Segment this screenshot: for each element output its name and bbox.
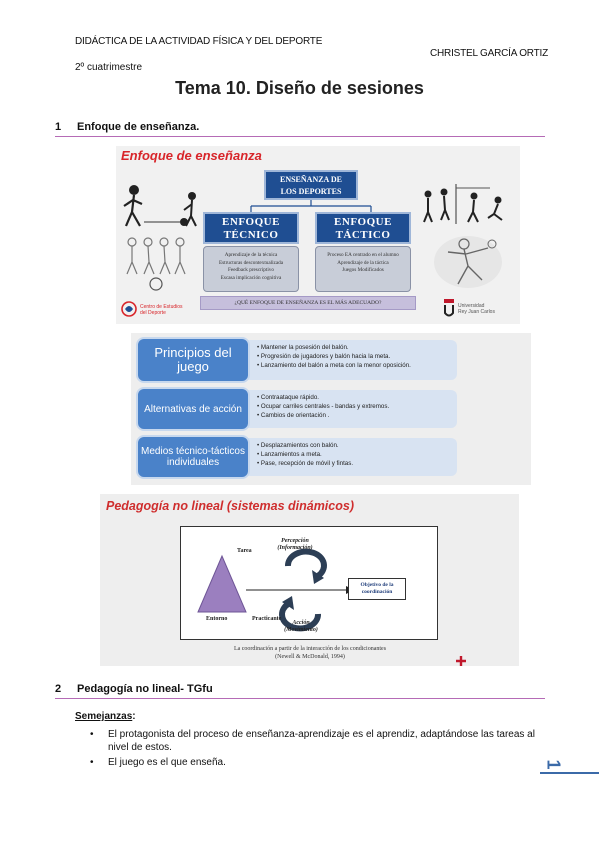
box-line: TÉCNICO <box>223 229 279 241</box>
label-line: Acción <box>292 620 310 626</box>
tactical-player-illustration <box>434 236 502 288</box>
practicante-label: Practicante <box>252 616 282 622</box>
list-item: Aprendizaje de la técnica <box>224 252 278 258</box>
label-line: (Información) <box>277 545 313 551</box>
label-line: Percepción <box>281 538 309 544</box>
list-item: Estructuras descontextualizada <box>218 259 284 266</box>
enfoque-tactico-box: ENFOQUE TÁCTICO <box>315 212 411 244</box>
principle-label: Principios del juego <box>136 337 250 383</box>
enfoque-tecnico-box: ENFOQUE TÉCNICO <box>203 212 299 244</box>
principle-items: Contraataque rápido. Ocupar carriles cen… <box>237 390 457 428</box>
urjc-mark-icon <box>456 656 466 666</box>
page-title: Tema 10. Diseño de sesiones <box>175 78 424 98</box>
semester: 2º cuatrimestre <box>75 62 143 73</box>
section-heading-2: 2 Pedagogía no lineal- TGfu <box>55 683 545 699</box>
box-line: ENFOQUE <box>222 216 280 228</box>
figure-caption: La coordinación a partir de la interacci… <box>170 645 450 661</box>
caption-line: (Newell & McDonald, 1994) <box>275 654 345 660</box>
principle-row: Principios del juego Mantener la posesió… <box>131 337 531 383</box>
list-item: Mantener la posesión del balón. <box>257 343 457 352</box>
semejanzas-list: El protagonista del proceso de enseñanza… <box>90 728 550 771</box>
page-number: 1 <box>543 759 564 770</box>
urjc-logo-icon <box>444 299 454 317</box>
list-item: El protagonista del proceso de enseñanza… <box>90 728 550 754</box>
semejanzas-label: Semejanzas: <box>75 711 136 722</box>
section-title: Enfoque de enseñanza. <box>77 121 200 133</box>
principle-items: Desplazamientos con balón. Lanzamientos … <box>237 438 457 476</box>
objetivo-coordinacion-box: Objetivo de la coordinación <box>348 578 406 600</box>
box-line: coordinación <box>361 589 393 595</box>
accion-label: Acción (Movimiento) <box>276 620 326 634</box>
box-line: ENSEÑANZA DE <box>279 175 342 184</box>
tarea-label: Tarea <box>237 548 252 554</box>
list-item: Pase, recepción de móvil y fintas. <box>257 459 457 468</box>
figure-principios-juego: Principios del juego Mantener la posesió… <box>131 333 531 485</box>
connector-lines <box>250 200 372 214</box>
figure-title: Pedagogía no lineal (sistemas dinámicos) <box>106 499 354 513</box>
figure-title: Enfoque de enseñanza <box>121 148 262 163</box>
technique-sequence-illustration <box>126 237 186 291</box>
list-item: Proceso EA centrado en el alumno <box>327 252 399 258</box>
list-item: Cambios de orientación . <box>257 411 457 420</box>
author-name: CHRISTEL GARCÍA ORTIZ <box>430 48 549 59</box>
figure-enfoque-ensenanza: Enfoque de enseñanza ENSEÑANZA DE <box>116 146 520 324</box>
entorno-label: Entorno <box>206 616 228 622</box>
semejanzas-text: Semejanzas <box>75 711 133 722</box>
list-item: Lanzamientos a meta. <box>257 450 457 459</box>
list-item: Desplazamientos con balón. <box>257 441 457 450</box>
logo-line: Centro de Estudios <box>140 304 183 310</box>
list-item: Contraataque rápido. <box>257 393 457 402</box>
label-line: (Movimiento) <box>284 627 318 633</box>
course-name: DIDÁCTICA DE LA ACTIVIDAD FÍSICA Y DEL D… <box>75 36 323 47</box>
logo-line: Universidad <box>458 303 485 309</box>
figure-pedagogia-no-lineal: Pedagogía no lineal (sistemas dinámicos)… <box>100 494 519 666</box>
athlete-sprint-illustration <box>123 185 197 227</box>
ced-logo-icon <box>121 301 137 317</box>
ced-logo-text: Centro de Estudios del Deporte <box>140 304 183 316</box>
list-item: El juego es el que enseña. <box>90 756 550 769</box>
tactico-characteristics: Proceso EA centrado en el alumno Aprendi… <box>315 246 411 292</box>
section-heading-1: 1 Enfoque de enseñanza. <box>55 121 545 137</box>
logo-line: del Deporte <box>140 310 166 316</box>
section-number: 1 <box>55 121 62 133</box>
box-line: ENFOQUE <box>334 216 392 228</box>
urjc-logo-text: Universidad Rey Juan Carlos <box>458 303 495 315</box>
question-bar: ¿QUÉ ENFOQUE DE ENSEÑANZA ES EL MÁS ADEC… <box>200 296 416 310</box>
principle-label: Medios técnico-tácticos individuales <box>136 435 250 479</box>
logo-line: Rey Juan Carlos <box>458 309 495 315</box>
principle-label: Alternativas de acción <box>136 387 250 431</box>
principle-row: Medios técnico-tácticos individuales Des… <box>131 435 531 479</box>
box-line: TÁCTICO <box>335 229 391 241</box>
ensenanza-deportes-box: ENSEÑANZA DE LOS DEPORTES <box>264 170 358 200</box>
list-item: Progresión de jugadores y balón hacia la… <box>257 352 457 361</box>
principle-items: Mantener la posesión del balón. Progresi… <box>237 340 457 380</box>
list-item: Juegos Modificados <box>342 267 384 273</box>
caption-line: La coordinación a partir de la interacci… <box>233 646 387 652</box>
list-item: Lanzamiento del balón a meta con la meno… <box>257 361 457 370</box>
box-line: Objetivo de la <box>360 582 394 588</box>
box-line: LOS DEPORTES <box>280 187 342 196</box>
list-item: Ocupar carriles centrales - bandas y ext… <box>257 402 457 411</box>
page-number-rule <box>540 772 599 774</box>
list-item: Escasa implicación cognitiva <box>220 274 282 281</box>
section-number: 2 <box>55 683 62 695</box>
volleyball-illustration <box>423 184 503 224</box>
tecnico-characteristics: Aprendizaje de la técnica Estructuras de… <box>203 246 299 292</box>
list-item: Aprendizaje de la táctica <box>337 259 389 266</box>
list-item: Feedback prescriptivo <box>228 267 274 273</box>
percepcion-label: Percepción (Información) <box>270 538 320 552</box>
section-title: Pedagogía no lineal- TGfu <box>77 683 213 695</box>
principle-row: Alternativas de acción Contraataque rápi… <box>131 387 531 431</box>
